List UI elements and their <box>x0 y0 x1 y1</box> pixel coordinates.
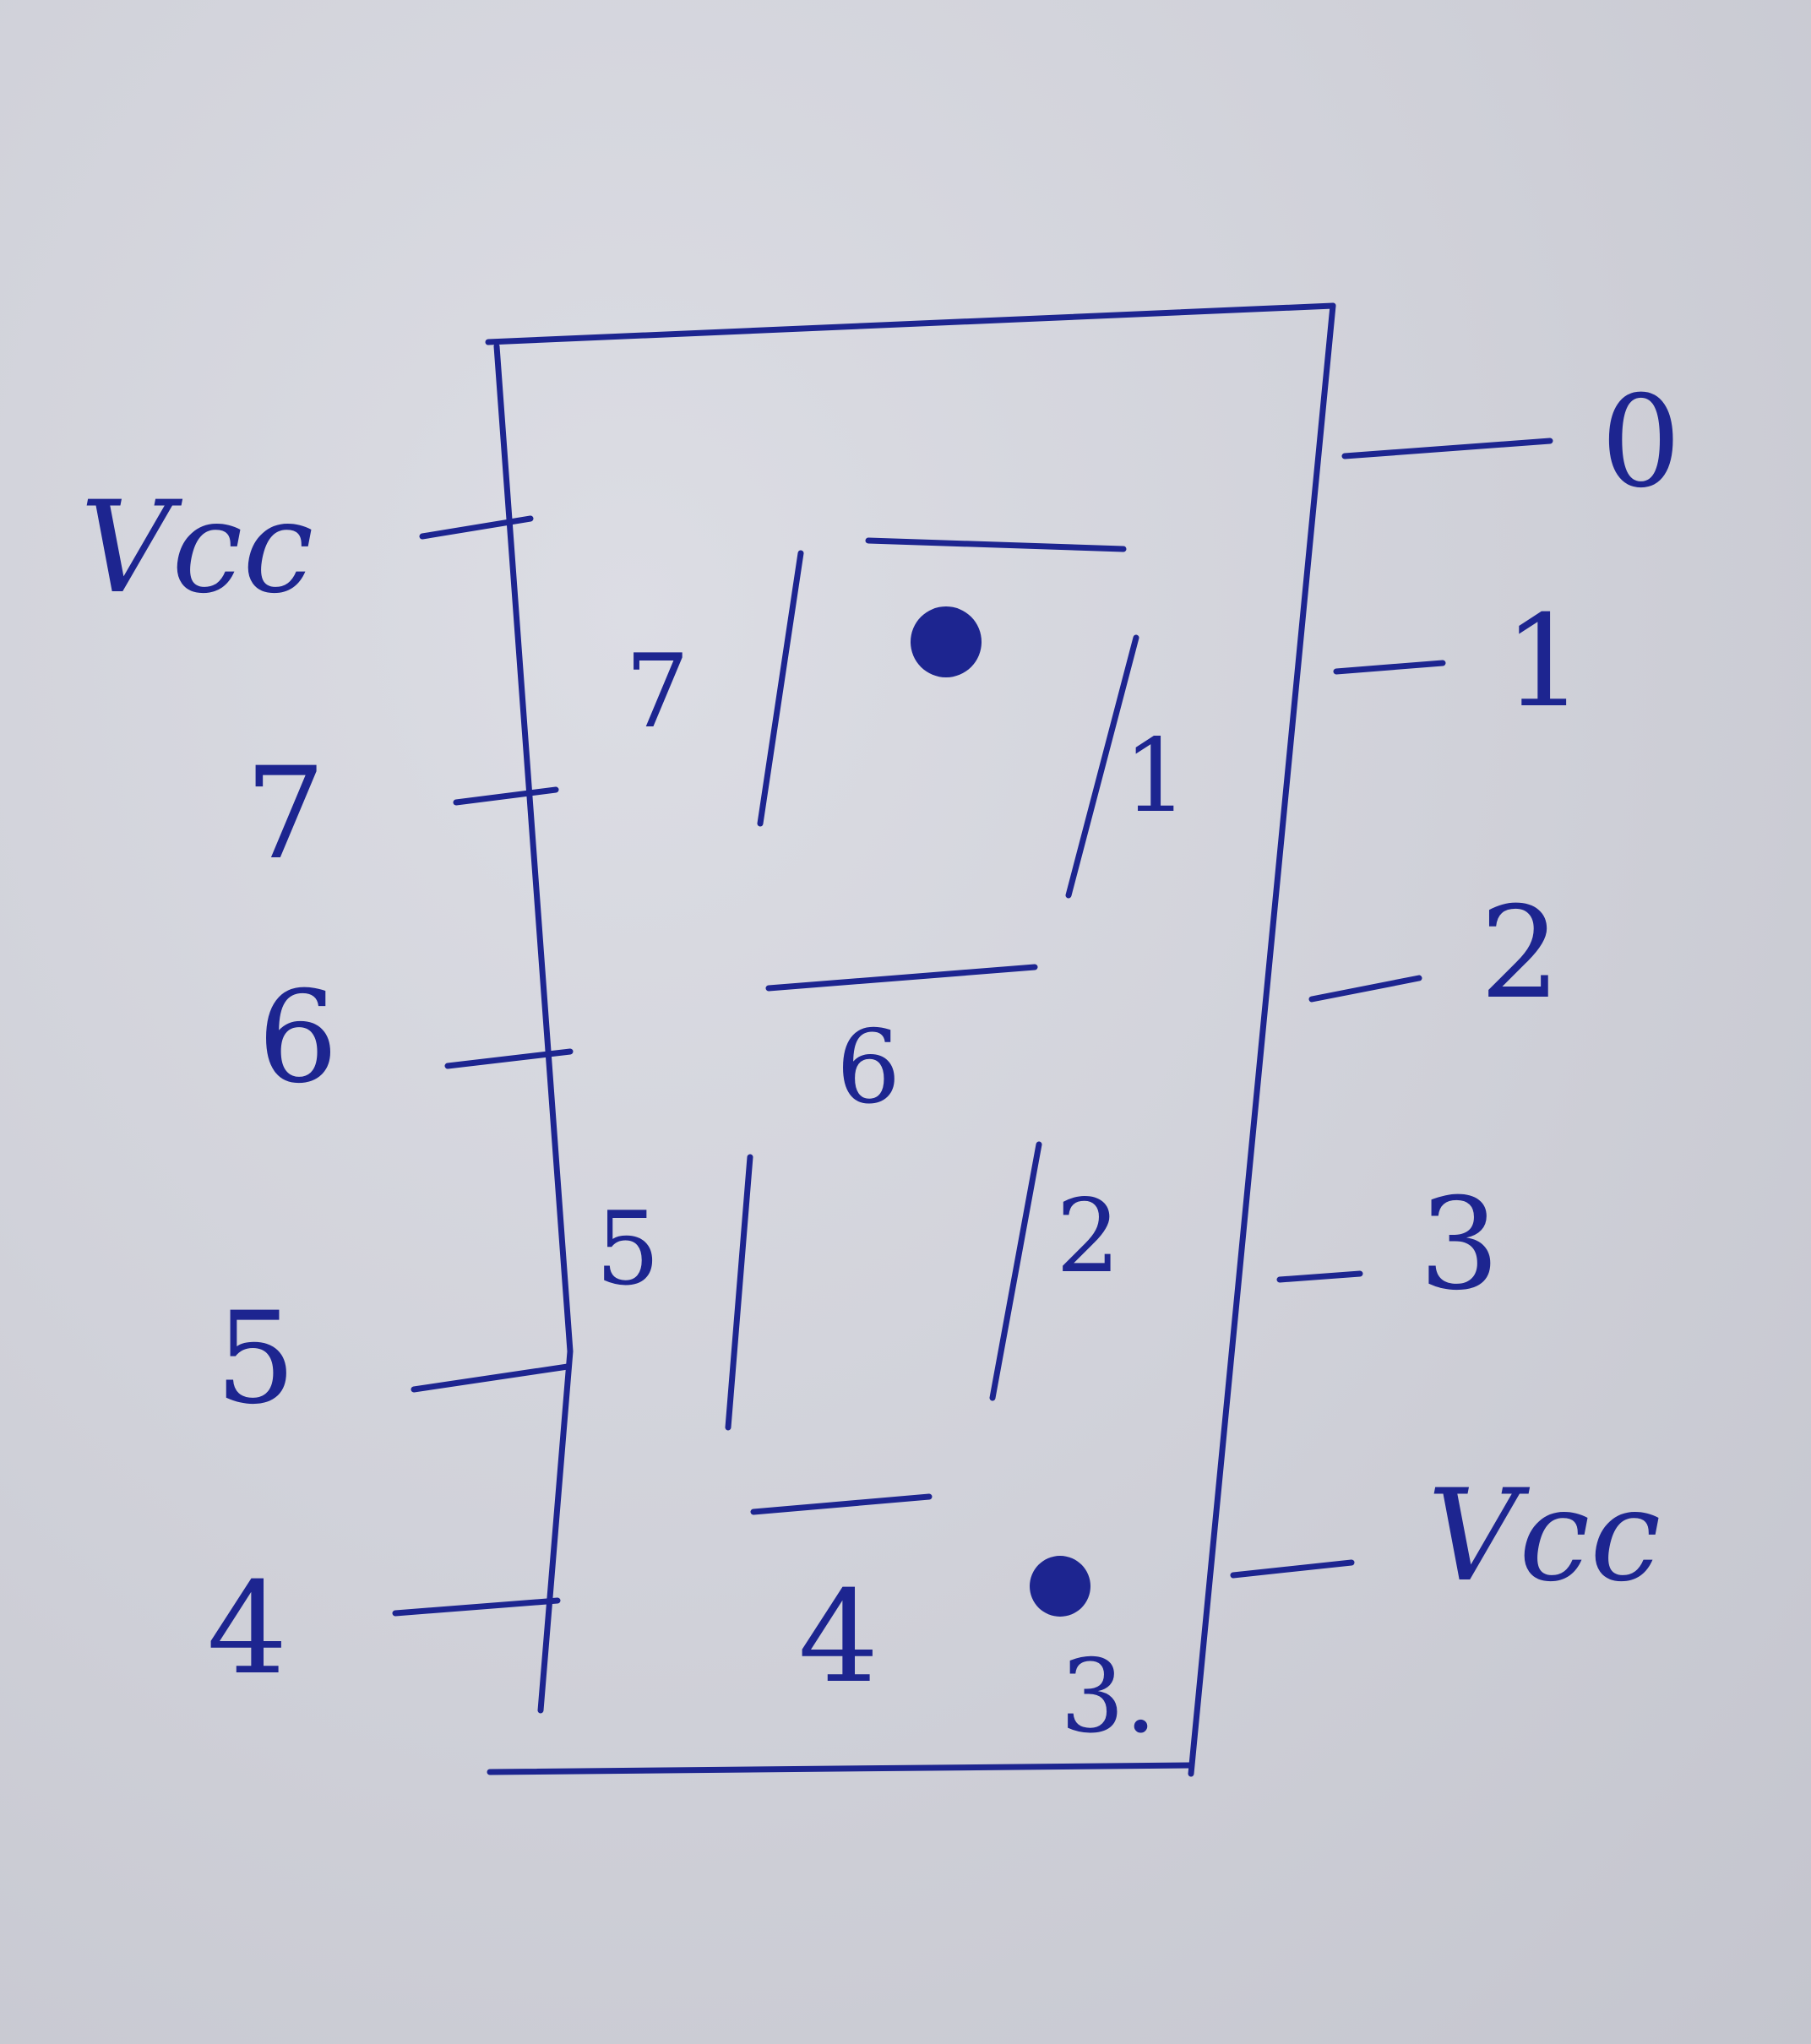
segment-label-dot: 3. <box>1060 1639 1157 1756</box>
segment-bottom <box>750 1493 933 1515</box>
pin-lead-right-1 <box>1333 660 1446 675</box>
segment-top-left <box>757 550 804 827</box>
segment-label-bottom: 4 <box>798 1564 878 1711</box>
right-pin-leads <box>1230 438 1553 1579</box>
segment-label-top-left: 7 <box>625 633 689 751</box>
right-pin-label-2: 2 <box>1480 880 1560 1027</box>
pin-lead-right-0 <box>1341 438 1553 459</box>
left-pin-label-4: 4 <box>207 1556 287 1703</box>
right-pin-label-0: 0 <box>1601 369 1681 516</box>
decimal-point-icon <box>1030 1556 1090 1617</box>
chip-outline <box>485 302 1336 1777</box>
pin-lead-right-vcc <box>1230 1559 1355 1579</box>
pin-lead-left-7 <box>453 786 559 806</box>
segment-label-top-right: 1 <box>1123 718 1188 835</box>
segment-top <box>865 537 1127 552</box>
display-segments <box>725 537 1139 1515</box>
pin-lead-right-2 <box>1308 975 1422 1003</box>
pin-lead-left-6 <box>444 1048 574 1069</box>
segment-middle <box>765 964 1038 992</box>
left-pin-label-vcc: Vcc <box>80 475 313 622</box>
segment-bottom-left <box>725 1154 753 1431</box>
pin-lead-left-5 <box>411 1363 571 1393</box>
right-pin-label-1: 1 <box>1504 589 1584 736</box>
pin-lead-right-3 <box>1276 1270 1363 1283</box>
segment-label-bottom-left: 5 <box>596 1191 660 1308</box>
segment-top-right <box>1065 634 1139 899</box>
upper-dot-icon <box>911 606 982 677</box>
right-pin-label-3: 3 <box>1419 1171 1499 1318</box>
left-pin-label-6: 6 <box>258 965 338 1112</box>
segment-label-bottom-right: 2 <box>1056 1178 1120 1296</box>
segment-bottom-right <box>989 1141 1042 1401</box>
segment-label-middle: 6 <box>836 1009 900 1127</box>
pin-lead-left-vcc <box>419 515 534 540</box>
right-pin-label-vcc: Vcc <box>1428 1463 1661 1610</box>
pin-lead-left-4 <box>392 1597 561 1617</box>
left-pin-label-5: 5 <box>215 1286 296 1432</box>
left-pin-label-7: 7 <box>245 741 325 888</box>
left-pin-leads <box>392 515 574 1617</box>
